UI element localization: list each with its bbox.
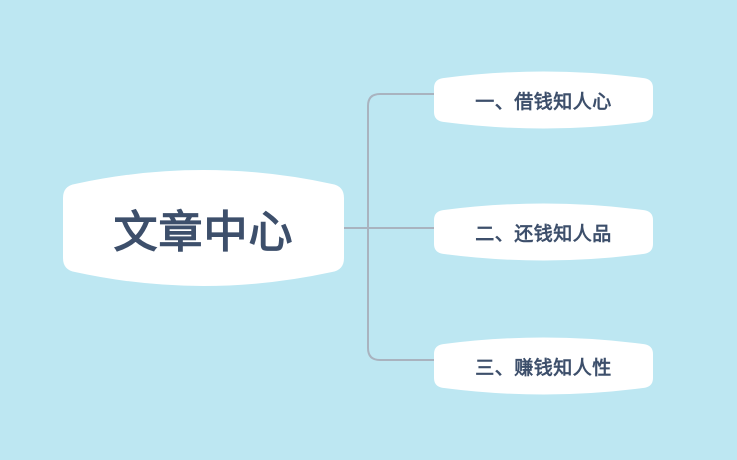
connector-branch-1 [367,93,434,228]
branch-node-3[interactable]: 三、赚钱知人性 [434,336,653,396]
connector-branch-3 [367,228,434,361]
branch-node-2[interactable]: 二、还钱知人品 [434,202,653,262]
branch-label-1: 一、借钱知人心 [475,90,612,113]
branch-node-1[interactable]: 一、借钱知人心 [434,70,653,130]
branch-label-3: 三、赚钱知人性 [475,356,612,379]
central-topic-label: 文章中心 [113,207,294,258]
branch-label-2: 二、还钱知人品 [475,222,612,245]
central-topic-shape [63,170,344,286]
branch-shape-2 [434,203,653,261]
branch-shape-3 [434,337,653,395]
branch-shape-1 [434,71,653,129]
central-topic-node[interactable]: 文章中心 [63,166,344,290]
